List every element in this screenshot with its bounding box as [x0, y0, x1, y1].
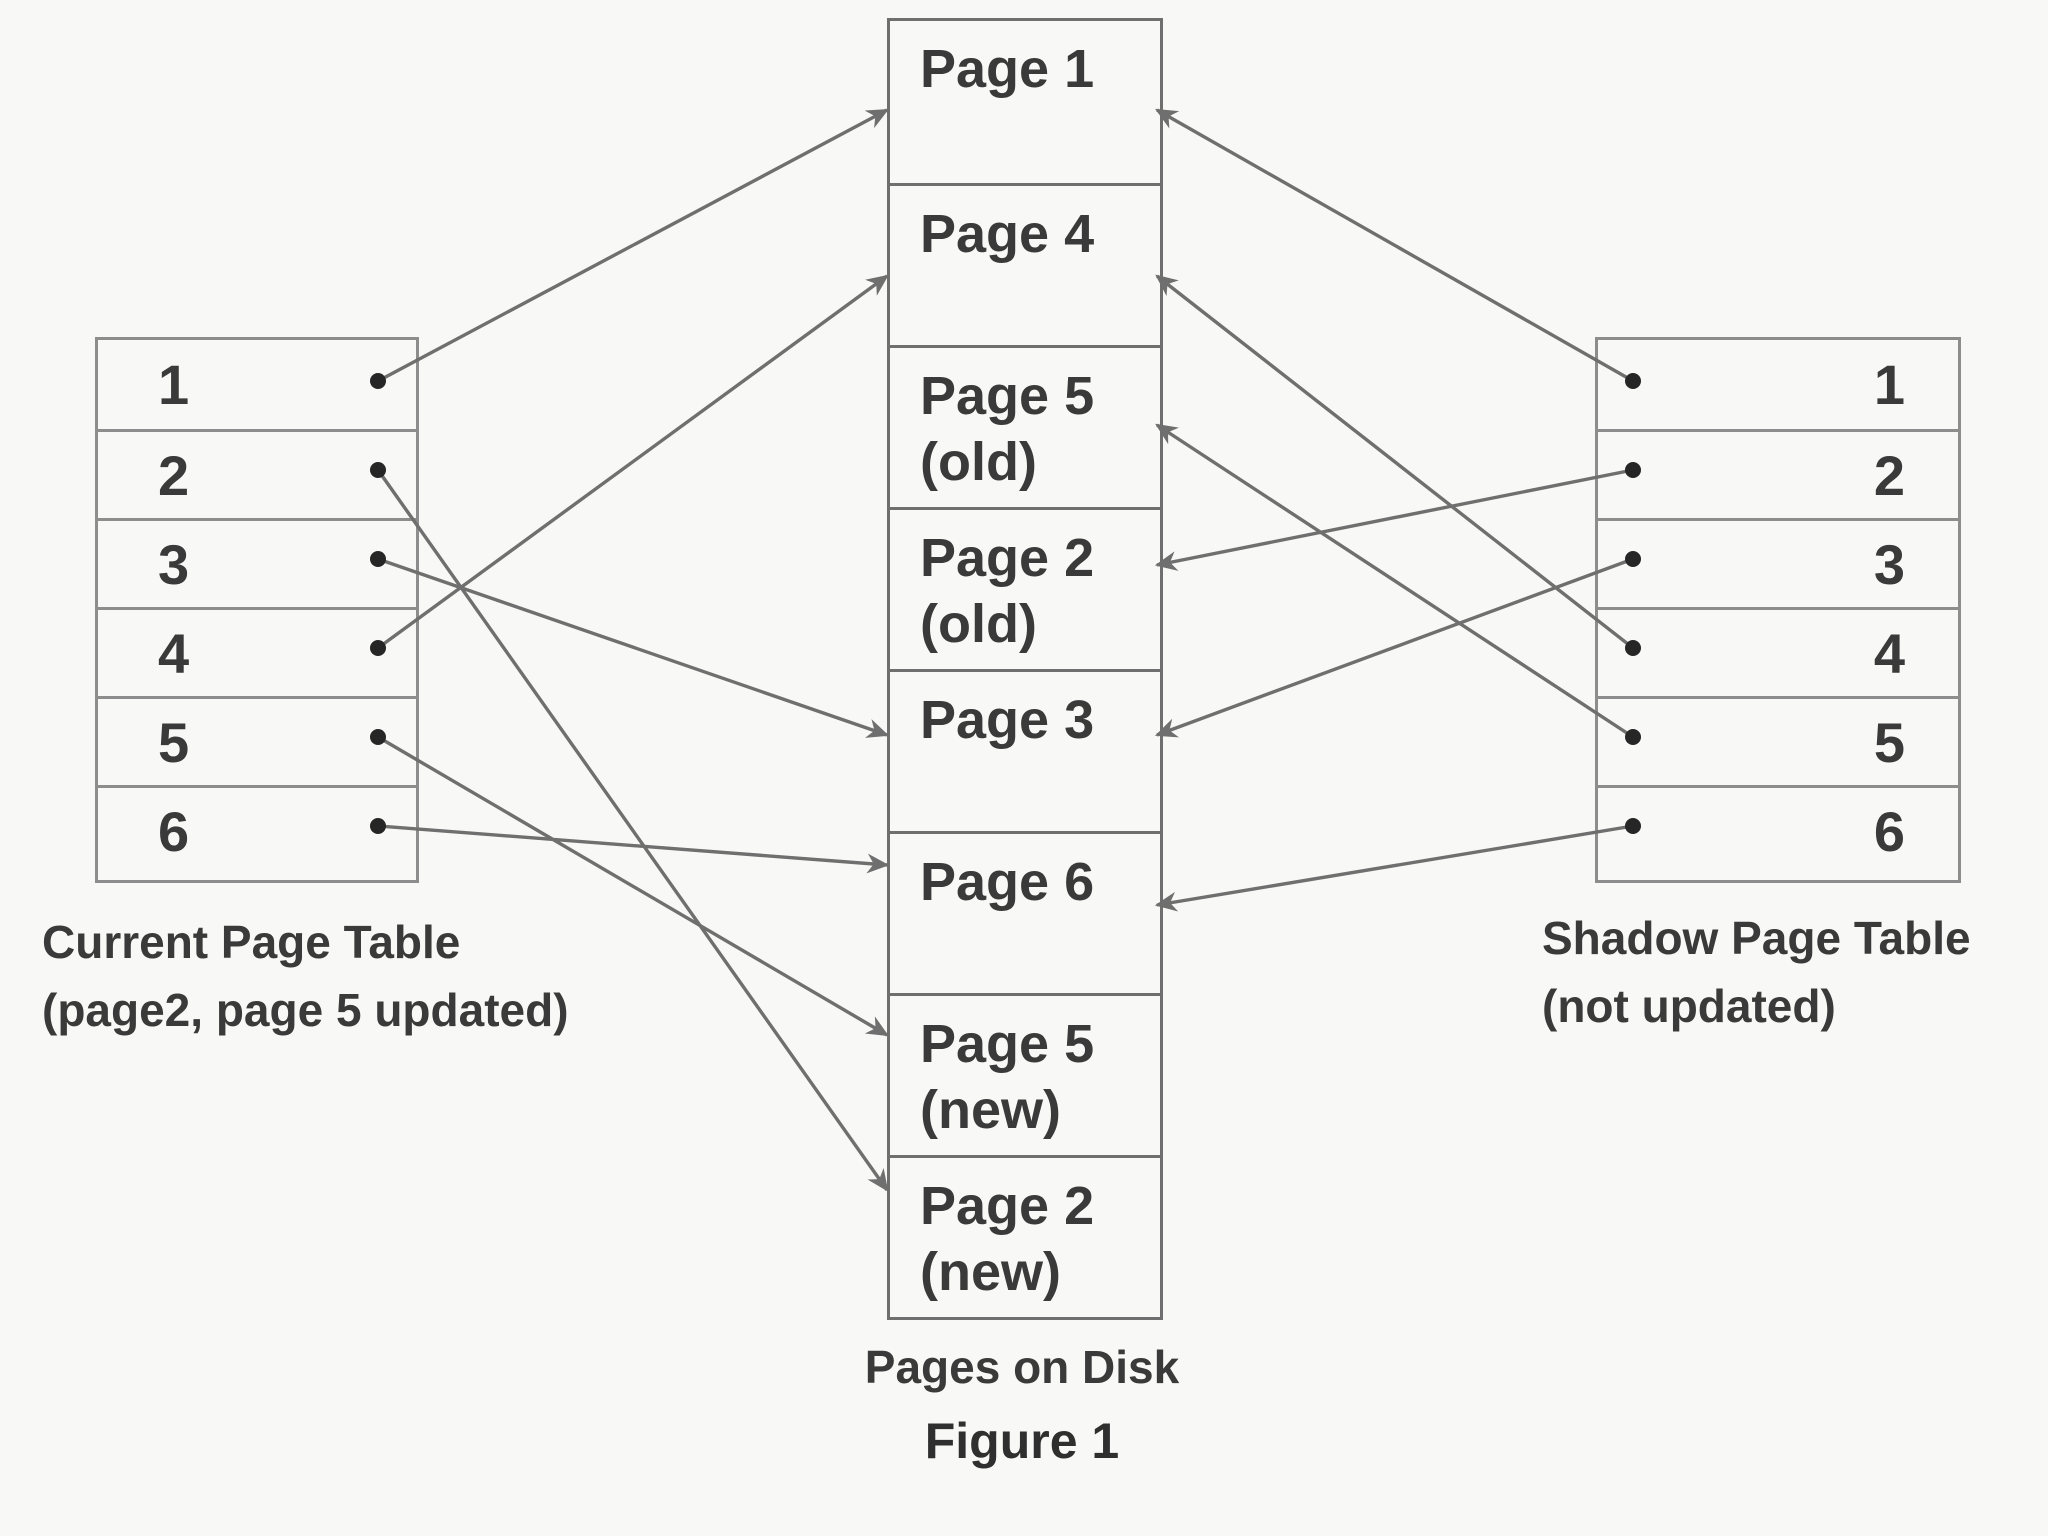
pages-on-disk-column: Page 1 Page 4 Page 5(old) Page 2(old) Pa… [887, 18, 1163, 1320]
disk-page-box: Page 4 [890, 183, 1160, 345]
disk-page-label: Page 2 [920, 1176, 1095, 1236]
entry-number: 3 [158, 532, 191, 596]
entry-number: 1 [1873, 353, 1906, 416]
entry-number: 3 [1873, 532, 1906, 596]
disk-page-box: Page 1 [890, 21, 1160, 183]
entry-number: 6 [158, 799, 191, 863]
disk-page-box: Page 3 [890, 669, 1160, 831]
current-pointer-arrow-1 [377, 108, 889, 383]
disk-page-box: Page 5(new) [890, 993, 1160, 1155]
current-pointer-arrow-6 [377, 824, 890, 874]
current-table-row: 1 [98, 340, 416, 429]
disk-page-label: Page 6 [920, 852, 1095, 912]
shadow-table-row: 2 [1598, 429, 1958, 518]
shadow-pointer-arrow-1 [1155, 108, 1634, 383]
current-table-row: 5 [98, 696, 416, 785]
shadow-pointer-arrow-6 [1154, 824, 1634, 912]
disk-page-box: Page 2(old) [890, 507, 1160, 669]
shadow-table-caption: Shadow Page Table (not updated) [1542, 904, 1971, 1040]
disk-page-box: Page 2(new) [890, 1155, 1160, 1317]
disk-column-caption: Pages on Disk [864, 1341, 1180, 1393]
disk-page-box: Page 6 [890, 831, 1160, 993]
current-pointer-arrow-4 [376, 274, 889, 650]
shadow-page-table: 1 2 3 4 5 6 [1595, 337, 1961, 883]
entry-number: 4 [1873, 621, 1906, 685]
disk-page-sublabel: (old) [920, 431, 1037, 492]
entry-number: 5 [158, 710, 191, 774]
shadow-table-row: 6 [1598, 785, 1958, 874]
current-table-caption: Current Page Table (page2, page 5 update… [42, 908, 569, 1044]
caption-line: Current Page Table [42, 916, 461, 968]
disk-page-sublabel: (old) [920, 593, 1037, 654]
shadow-pointer-arrow-5 [1155, 423, 1634, 739]
shadow-pointer-arrow-2 [1154, 468, 1634, 571]
disk-page-label: Page 5 [920, 1014, 1095, 1074]
entry-number: 1 [158, 353, 191, 416]
current-table-row: 6 [98, 785, 416, 874]
shadow-table-row: 3 [1598, 518, 1958, 607]
disk-page-label: Page 4 [920, 204, 1095, 264]
shadow-table-row: 4 [1598, 607, 1958, 696]
caption-line: (page2, page 5 updated) [42, 984, 569, 1037]
entry-number: 4 [158, 621, 191, 685]
entry-number: 5 [1873, 710, 1906, 774]
shadow-pointer-arrow-4 [1155, 274, 1635, 650]
caption-line: Shadow Page Table [1542, 912, 1971, 964]
disk-page-box: Page 5(old) [890, 345, 1160, 507]
disk-page-sublabel: (new) [920, 1079, 1061, 1140]
shadow-table-row: 5 [1598, 696, 1958, 785]
current-table-row: 2 [98, 429, 416, 518]
current-pointer-arrow-2 [376, 469, 889, 1192]
figure-caption: Figure 1 [924, 1413, 1120, 1469]
current-table-row: 3 [98, 518, 416, 607]
entry-number: 2 [158, 443, 191, 507]
shadow-table-row: 1 [1598, 340, 1958, 429]
current-page-table: 1 2 3 4 5 6 [95, 337, 419, 883]
caption-line: (not updated) [1542, 980, 1836, 1033]
disk-page-label: Page 1 [920, 39, 1095, 99]
entry-number: 2 [1873, 443, 1906, 507]
disk-page-sublabel: (new) [920, 1241, 1061, 1302]
disk-page-label: Page 5 [920, 366, 1095, 426]
disk-page-label: Page 3 [920, 690, 1095, 750]
disk-page-label: Page 2 [920, 528, 1095, 588]
shadow-pointer-arrow-3 [1154, 557, 1634, 738]
entry-number: 6 [1873, 799, 1906, 863]
current-pointer-arrow-3 [377, 557, 890, 738]
current-table-row: 4 [98, 607, 416, 696]
